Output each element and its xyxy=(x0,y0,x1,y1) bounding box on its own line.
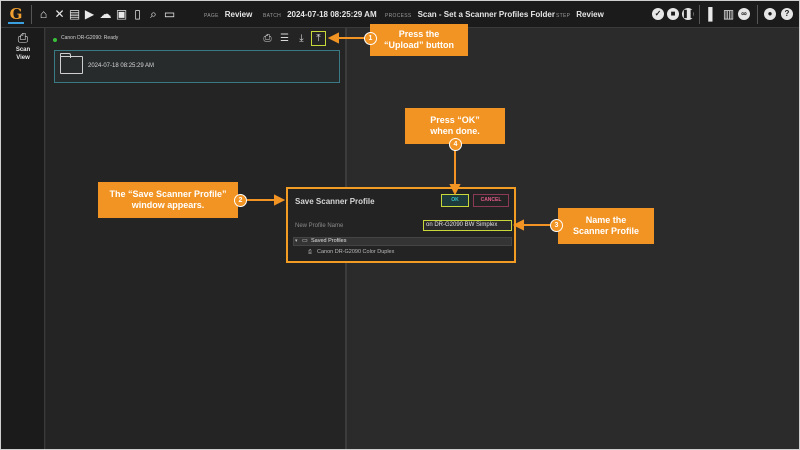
briefcase-icon[interactable]: ▣ xyxy=(115,7,128,21)
page-indicator: PAGE Review xyxy=(204,10,252,19)
cancel-button[interactable]: CANCEL xyxy=(473,194,509,207)
reader-icon[interactable]: ▥ xyxy=(722,7,735,21)
settings-sliders-icon[interactable]: ☰ xyxy=(280,33,289,44)
stop-icon[interactable]: ■ xyxy=(667,8,679,20)
step-indicator: STEP Review xyxy=(556,10,604,19)
scanner-icon: ⎙ xyxy=(17,30,29,45)
ok-button[interactable]: OK xyxy=(441,194,469,207)
play-box-icon[interactable]: ▶ xyxy=(84,7,95,21)
callout-4-text: Press “OK” when done. xyxy=(430,115,480,136)
home-icon[interactable]: ⌂ xyxy=(39,7,48,21)
chat-icon[interactable]: ▭ xyxy=(163,7,176,21)
step-key: STEP xyxy=(556,13,571,19)
verified-badge-icon[interactable]: ✓ xyxy=(652,8,664,20)
callout-3: Name the Scanner Profile xyxy=(558,208,654,244)
app-logo: G xyxy=(8,5,24,24)
scanner-icon[interactable]: ⎙ xyxy=(263,33,272,44)
book-icon[interactable]: ▌ xyxy=(708,7,717,21)
callout-4: Press “OK” when done. xyxy=(405,108,505,144)
batch-item-label: 2024-07-18 08:25:29 AM xyxy=(88,63,155,69)
cloud-upload-icon[interactable]: ☁ xyxy=(99,7,112,21)
divider xyxy=(31,5,32,24)
profile-name-label: New Profile Name xyxy=(295,223,344,229)
callout-1-badge: 1 xyxy=(364,32,377,45)
document-icon[interactable]: ▯ xyxy=(134,7,141,21)
callout-3-text: Name the Scanner Profile xyxy=(572,215,640,236)
callout-2: The “Save Scanner Profile” window appear… xyxy=(98,182,238,218)
layers-icon[interactable]: ▤ xyxy=(68,7,81,21)
divider xyxy=(699,5,700,24)
page-key: PAGE xyxy=(204,13,219,19)
pause-icon[interactable]: ❚❚ xyxy=(682,8,696,20)
process-key: PROCESS xyxy=(385,13,412,19)
tree-item-saved-profiles[interactable]: ▾ ▭ Saved Profiles xyxy=(293,237,512,246)
folder-icon xyxy=(60,53,83,74)
step-value: Review xyxy=(576,10,604,19)
scanner-icon: ⎙ xyxy=(308,249,313,255)
help-icon[interactable]: ? xyxy=(781,8,793,20)
profile-name-input[interactable]: on DR-G2090 BW Simplex xyxy=(423,220,512,231)
batch-indicator: BATCH 2024-07-18 08:25:29 AM xyxy=(263,10,377,19)
search-document-icon[interactable]: ⌕ xyxy=(150,7,157,21)
chevron-down-icon[interactable]: ▾ xyxy=(295,238,298,244)
left-nav: ⎙ Scan View xyxy=(1,28,45,449)
download-icon[interactable]: ⤓ xyxy=(299,33,304,44)
divider xyxy=(757,5,758,24)
status-dot xyxy=(53,38,57,42)
upload-button[interactable]: ⤒ xyxy=(311,31,326,46)
tools-icon[interactable]: ✕ xyxy=(54,7,65,21)
callout-1: Press the “Upload” button xyxy=(370,24,468,56)
callout-4-badge: 4 xyxy=(449,138,462,151)
top-toolbar: G ⌂ ✕ ▤ ▶ ☁ ▣ ▯ ⌕ ▭ PAGE Review BATCH 20… xyxy=(1,1,799,28)
tree-root-label: Saved Profiles xyxy=(311,238,347,244)
process-indicator: PROCESS Scan - Set a Scanner Profiles Fo… xyxy=(385,10,555,19)
batch-list-item[interactable]: 2024-07-18 08:25:29 AM xyxy=(54,50,340,83)
link-icon[interactable]: ∞ xyxy=(738,8,750,20)
callout-1-text: Press the “Upload” button xyxy=(384,29,454,50)
nav-item-scan-view[interactable]: ⎙ Scan View xyxy=(1,28,45,72)
tree-child-label: Canon DR-G2090 Color Duplex xyxy=(317,249,395,255)
callout-2-text: The “Save Scanner Profile” window appear… xyxy=(109,189,227,210)
callout-2-badge: 2 xyxy=(234,194,247,207)
scanner-status: Canon DR-G2090: Ready xyxy=(61,35,119,41)
page-value: Review xyxy=(224,10,253,19)
batch-key: BATCH xyxy=(263,13,282,19)
callout-3-badge: 3 xyxy=(550,219,563,232)
user-icon[interactable]: ● xyxy=(764,8,776,20)
process-value: Scan - Set a Scanner Profiles Folder xyxy=(417,10,555,19)
folder-open-icon: ▭ xyxy=(302,238,308,244)
save-scanner-profile-dialog: Save Scanner Profile OK CANCEL New Profi… xyxy=(286,187,516,263)
nav-label-line2: View xyxy=(16,55,30,61)
batch-value: 2024-07-18 08:25:29 AM xyxy=(287,10,377,19)
nav-label-line1: Scan xyxy=(15,47,31,53)
dialog-title: Save Scanner Profile xyxy=(295,197,375,206)
